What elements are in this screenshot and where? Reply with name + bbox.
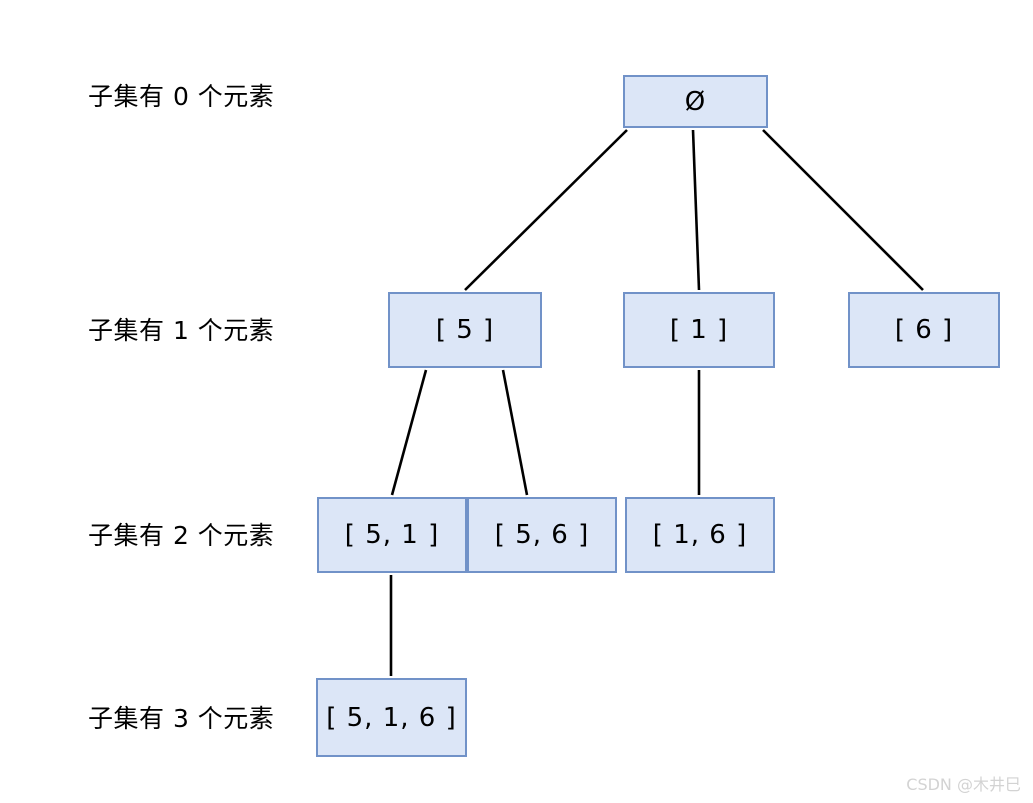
row-label-2: 子集有 2 个元素 xyxy=(88,521,275,550)
node-n5[interactable]: [ 5 ] xyxy=(388,292,542,368)
edge-n5-to-n56 xyxy=(501,369,529,496)
row-label-1: 子集有 1 个元素 xyxy=(88,316,275,345)
edge-root-to-n6 xyxy=(762,129,924,291)
edge-root-to-n5 xyxy=(464,129,628,291)
node-label-n5: [ 5 ] xyxy=(435,315,495,345)
node-label-n56: [ 5, 6 ] xyxy=(494,520,590,550)
row-label-3: 子集有 3 个元素 xyxy=(88,704,275,733)
node-n51[interactable]: [ 5, 1 ] xyxy=(317,497,467,573)
node-n6[interactable]: [ 6 ] xyxy=(848,292,1000,368)
edge-root-to-n1 xyxy=(691,129,701,291)
node-label-root: Ø xyxy=(684,86,707,117)
node-n56[interactable]: [ 5, 6 ] xyxy=(467,497,617,573)
node-label-n51: [ 5, 1 ] xyxy=(344,520,440,550)
edge-n5-to-n51 xyxy=(390,369,428,496)
node-n16[interactable]: [ 1, 6 ] xyxy=(625,497,775,573)
node-n516[interactable]: [ 5, 1, 6 ] xyxy=(316,678,467,757)
row-label-0: 子集有 0 个元素 xyxy=(88,82,275,111)
node-root[interactable]: Ø xyxy=(623,75,768,128)
watermark: CSDN @木井巳 xyxy=(906,775,1021,794)
node-label-n516: [ 5, 1, 6 ] xyxy=(326,702,457,733)
node-label-n6: [ 6 ] xyxy=(894,315,954,345)
node-label-n16: [ 1, 6 ] xyxy=(652,520,748,550)
node-n1[interactable]: [ 1 ] xyxy=(623,292,775,368)
node-label-n1: [ 1 ] xyxy=(669,315,729,345)
